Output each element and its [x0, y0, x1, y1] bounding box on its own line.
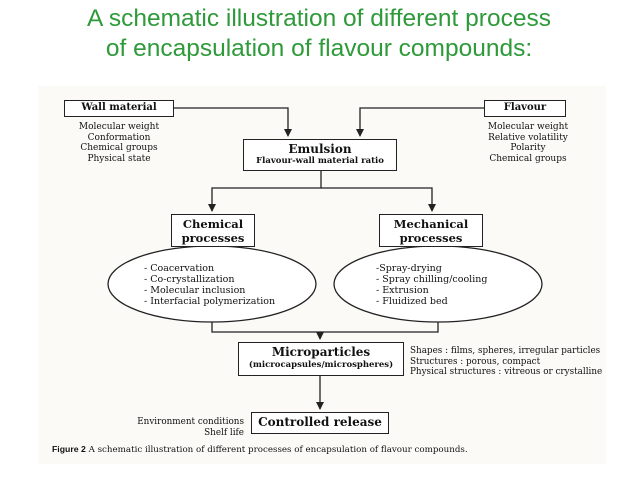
flavour-property: Relative volatility	[488, 132, 568, 143]
arrow-chemical-to-microparticles	[211, 319, 324, 340]
mechanical-process-list: -Spray-drying - Spray chilling/cooling -…	[376, 263, 487, 307]
controlled-release-title: Controlled release	[258, 415, 382, 429]
wall-material-properties: Molecular weight Conformation Chemical g…	[64, 122, 174, 164]
encapsulation-diagram: Wall material Molecular weight Conformat…	[38, 86, 606, 464]
controlled-release-box: Controlled release	[251, 412, 389, 434]
wall-property: Molecular weight	[78, 122, 160, 132]
flavour-properties: Molecular weight Relative volatility Pol…	[468, 122, 588, 164]
mechanical-process-item: -Spray-drying	[376, 263, 442, 274]
release-factors: Environment conditions Shelf life	[118, 417, 244, 438]
mechanical-title-line-2: processes	[399, 231, 463, 245]
flavour-property: Molecular weight	[487, 122, 569, 132]
figure-caption-label: Figure 2	[52, 444, 86, 454]
figure-caption-text: A schematic illustration of different pr…	[88, 445, 468, 455]
chemical-process-list: - Coacervation - Co-crystallization - Mo…	[144, 263, 275, 307]
mechanical-process-item: - Extrusion	[376, 285, 429, 296]
chemical-process-item: - Molecular inclusion	[144, 285, 246, 296]
emulsion-title: Emulsion	[288, 142, 352, 156]
emulsion-subtitle: Flavour-wall material ratio	[256, 156, 384, 166]
release-factor: Environment conditions	[137, 417, 244, 427]
emulsion-box: Emulsion Flavour-wall material ratio	[243, 139, 397, 171]
mechanical-process-item: - Spray chilling/cooling	[376, 274, 488, 285]
chemical-process-item: - Coacervation	[144, 263, 215, 274]
microparticles-properties: Shapes : films, spheres, irregular parti…	[410, 346, 602, 378]
arrow-emulsion-to-mechanical	[321, 187, 436, 212]
chemical-title-line-2: processes	[181, 231, 245, 245]
wall-property: Chemical groups	[80, 143, 158, 153]
flavour-title: Flavour	[503, 102, 547, 113]
slide-title: A schematic illustration of different pr…	[0, 4, 638, 64]
flavour-property: Polarity	[510, 143, 546, 153]
slide-title-line-1: A schematic illustration of different pr…	[87, 5, 551, 32]
wall-property: Physical state	[87, 153, 151, 164]
mechanical-title-line-1: Mechanical	[393, 217, 469, 231]
microparticles-box: Microparticles (microcapsules/microspher…	[238, 342, 404, 376]
mechanical-process-item: - Fluidized bed	[376, 296, 448, 307]
microparticle-property: Structures : porous, compact	[410, 356, 541, 367]
wall-material-box: Wall material	[64, 100, 174, 117]
chemical-process-item: - Co-crystallization	[144, 274, 235, 285]
arrow-emulsion-to-chemical	[208, 170, 322, 212]
flavour-property: Chemical groups	[489, 153, 567, 164]
microparticle-property: Physical structures : vitreous or crysta…	[410, 367, 603, 377]
release-factor: Shelf life	[204, 427, 244, 438]
mechanical-processes-box: Mechanical processes	[379, 214, 483, 247]
slide-title-line-2: of encapsulation of flavour compounds:	[105, 35, 533, 62]
flavour-box: Flavour	[484, 100, 566, 117]
chemical-process-item: - Interfacial polymerization	[144, 296, 276, 307]
wall-property: Conformation	[87, 132, 151, 143]
arrow-mechanical-to-microparticles	[320, 319, 439, 333]
arrow-wall-to-emulsion	[174, 107, 292, 137]
microparticles-title: Microparticles	[271, 345, 371, 359]
microparticles-subtitle: (microcapsules/microspheres)	[248, 360, 394, 370]
figure-caption: Figure 2 A schematic illustration of dif…	[52, 444, 468, 455]
microparticle-property: Shapes : films, spheres, irregular parti…	[410, 346, 601, 356]
arrow-flavour-to-emulsion	[356, 107, 484, 137]
chemical-title-line-1: Chemical	[182, 217, 244, 231]
wall-material-title: Wall material	[81, 102, 157, 113]
chemical-processes-box: Chemical processes	[171, 214, 255, 247]
